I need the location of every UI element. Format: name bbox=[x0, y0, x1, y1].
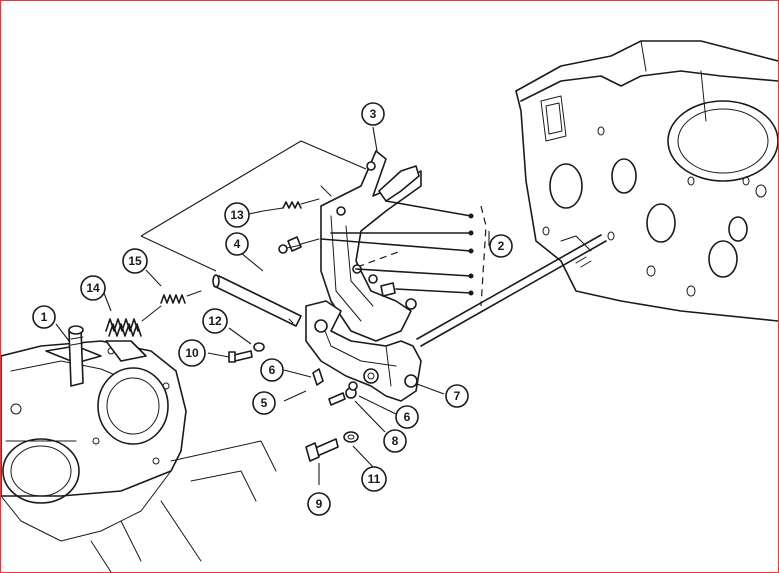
callout-1: 1 bbox=[32, 305, 56, 329]
callout-14: 14 bbox=[80, 275, 106, 301]
svg-text:15: 15 bbox=[128, 254, 142, 268]
callouts: 1 2 3 4 5 6 6 7 bbox=[32, 102, 513, 516]
callout-11: 11 bbox=[361, 466, 387, 492]
callout-6-upper: 6 bbox=[260, 358, 284, 382]
hardware bbox=[228, 236, 359, 462]
svg-text:12: 12 bbox=[208, 314, 222, 328]
svg-text:2: 2 bbox=[498, 239, 505, 253]
svg-text:9: 9 bbox=[316, 497, 323, 511]
leader-lines bbox=[55, 126, 490, 485]
lower-housing bbox=[305, 300, 422, 402]
svg-text:1: 1 bbox=[41, 310, 48, 324]
svg-text:10: 10 bbox=[185, 346, 199, 360]
svg-text:14: 14 bbox=[86, 281, 100, 295]
callout-4: 4 bbox=[225, 232, 249, 256]
spring-14 bbox=[105, 305, 162, 337]
callout-3: 3 bbox=[361, 102, 385, 126]
svg-text:7: 7 bbox=[454, 389, 461, 403]
pump-housing bbox=[1, 325, 277, 572]
callout-8: 8 bbox=[383, 429, 407, 453]
shaft bbox=[212, 274, 302, 327]
callout-12: 12 bbox=[202, 308, 228, 334]
svg-text:6: 6 bbox=[404, 410, 411, 424]
svg-text:6: 6 bbox=[269, 363, 276, 377]
svg-text:3: 3 bbox=[370, 107, 377, 121]
linkage-bracket bbox=[320, 150, 474, 342]
spring-15 bbox=[160, 290, 202, 304]
svg-text:8: 8 bbox=[392, 434, 399, 448]
callout-2: 2 bbox=[489, 234, 513, 258]
callout-5: 5 bbox=[252, 391, 276, 415]
svg-text:4: 4 bbox=[234, 237, 241, 251]
svg-text:5: 5 bbox=[261, 396, 268, 410]
engine-block bbox=[515, 40, 778, 322]
callout-6-lower: 6 bbox=[395, 405, 419, 429]
alignment-lines bbox=[140, 140, 487, 307]
callout-15: 15 bbox=[122, 248, 148, 274]
svg-text:13: 13 bbox=[230, 208, 244, 222]
callout-7: 7 bbox=[445, 384, 469, 408]
rod-to-engine bbox=[416, 234, 607, 347]
spring-13 bbox=[262, 198, 320, 212]
callout-13: 13 bbox=[224, 202, 250, 228]
callout-10: 10 bbox=[178, 339, 206, 367]
svg-text:11: 11 bbox=[368, 472, 381, 486]
callout-9: 9 bbox=[307, 492, 331, 516]
